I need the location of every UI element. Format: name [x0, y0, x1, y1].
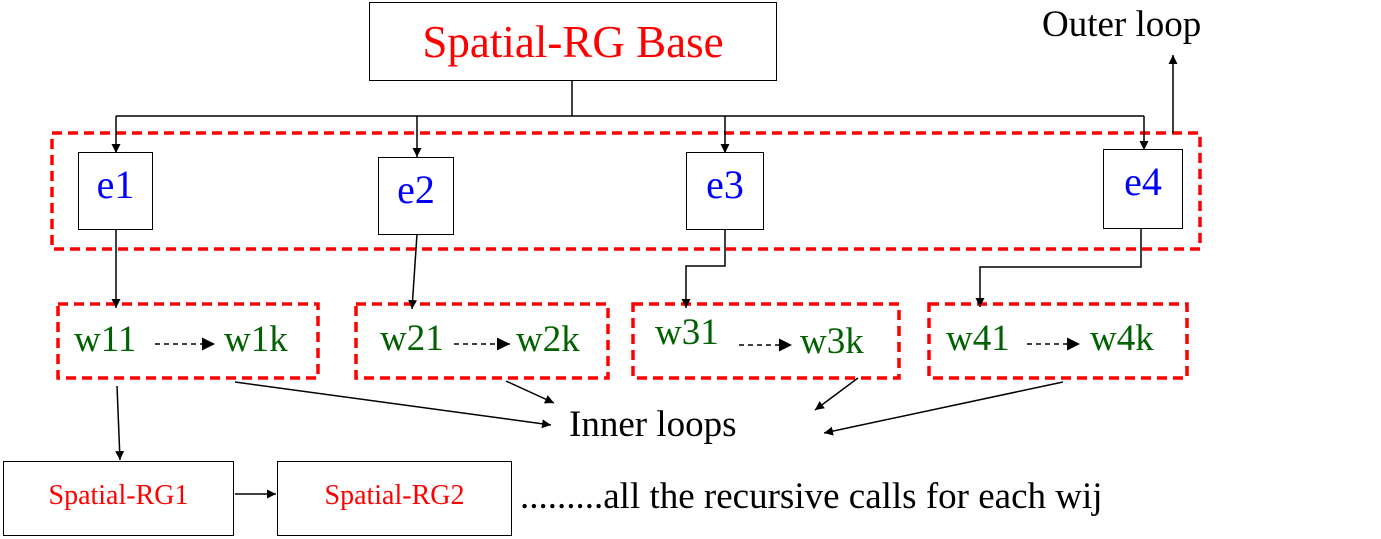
element-box-e3: e3 [686, 152, 764, 230]
word-group-4-first: w41 [946, 318, 1010, 359]
word-range-arrows [155, 337, 1080, 352]
word-group-1-first: w11 [74, 319, 137, 360]
outer-loop-label: Outer loop [1042, 4, 1202, 45]
element-label-e2: e2 [397, 166, 435, 212]
recursive-call-lines [115, 385, 276, 499]
spatial-rg2-box: Spatial-RG2 [277, 461, 512, 536]
word-group-2-last: w2k [516, 319, 580, 360]
element-box-e2: e2 [378, 157, 454, 235]
word-group-3-first: w31 [655, 312, 719, 353]
element-box-e1: e1 [78, 152, 153, 230]
word-group-1-border [56, 302, 320, 380]
spatial-rg1-label: Spatial-RG1 [48, 479, 189, 511]
element-label-e1: e1 [96, 161, 135, 207]
recursive-calls-note: .........all the recursive calls for eac… [520, 476, 1103, 517]
word-group-2-first: w21 [380, 318, 444, 359]
spatial-rg-base-box: Spatial-RG Base [369, 2, 777, 81]
spatial-rg2-label: Spatial-RG2 [324, 479, 465, 511]
element-to-word-lines [111, 229, 1142, 310]
base-fanout-lines [111, 80, 1149, 157]
spatial-rg-base-label: Spatial-RG Base [422, 16, 724, 67]
word-group-4-last: w4k [1090, 318, 1154, 359]
word-group-2-border [354, 302, 610, 380]
element-label-e4: e4 [1124, 158, 1162, 204]
inner-loop-lines [234, 377, 1064, 436]
spatial-rg1-box: Spatial-RG1 [3, 461, 234, 536]
word-group-3-border [631, 302, 901, 380]
outer-loop-group [50, 131, 1202, 251]
element-box-e4: e4 [1103, 149, 1183, 229]
inner-loops-label: Inner loops [569, 404, 737, 445]
element-label-e3: e3 [706, 161, 744, 207]
word-group-1-last: w1k [224, 319, 288, 360]
word-group-3-last: w3k [800, 321, 864, 362]
word-group-4-border [927, 302, 1189, 380]
